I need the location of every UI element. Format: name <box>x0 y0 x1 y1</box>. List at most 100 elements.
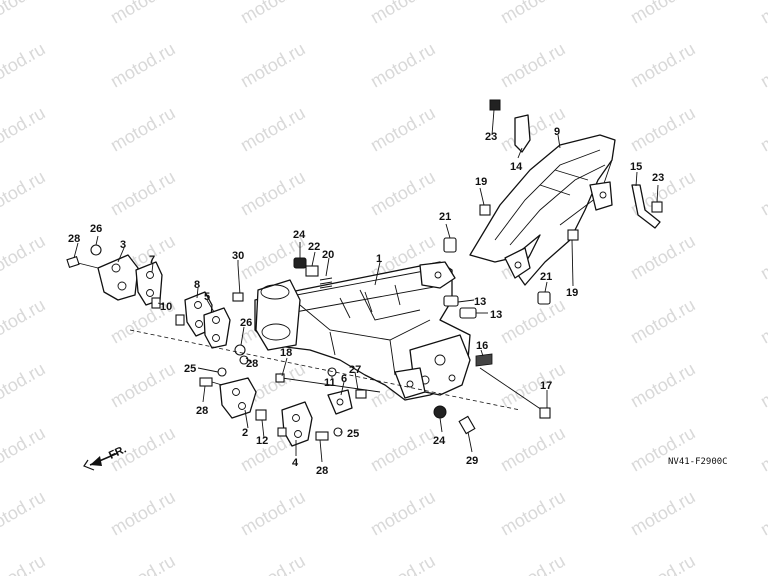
engine-hanger-bracket-5 <box>203 307 231 349</box>
watermark-text: motod.ru <box>757 167 768 220</box>
watermark-text: motod.ru <box>497 39 569 92</box>
engine-hanger-bracket-6 <box>327 389 353 415</box>
watermark-text: motod.ru <box>107 39 179 92</box>
engine-hanger-bracket-2 <box>219 377 257 419</box>
callout-13b: 13 <box>490 309 502 321</box>
watermark-text: motod.ru <box>627 39 699 92</box>
callout-3: 3 <box>120 239 126 251</box>
watermark-text: motod.ru <box>107 0 179 27</box>
watermark-text: motod.ru <box>627 295 699 348</box>
watermark-text: motod.ru <box>497 487 569 540</box>
watermark-text: motod.ru <box>0 359 49 412</box>
watermark-text: motod.ru <box>0 0 49 27</box>
watermark-text: motod.ru <box>237 167 309 220</box>
watermark-text: motod.ru <box>497 423 569 476</box>
watermark-text: motod.ru <box>367 167 439 220</box>
callout-21: 21 <box>439 211 451 223</box>
watermark-text: motod.ru <box>237 0 309 27</box>
watermark-text: motod.ru <box>757 487 768 540</box>
watermark-text: motod.ru <box>237 487 309 540</box>
watermark-text: motod.ru <box>367 423 439 476</box>
callout-28b: 28 <box>246 358 258 370</box>
callout-17: 17 <box>540 380 552 392</box>
watermark-text: motod.ru <box>627 423 699 476</box>
watermark-text: motod.ru <box>107 167 179 220</box>
watermark-text: motod.ru <box>107 359 179 412</box>
watermark-text: motod.ru <box>237 103 309 156</box>
watermark-text: motod.ru <box>0 167 49 220</box>
watermark-text: motod.ru <box>497 295 569 348</box>
watermark-text: motod.ru <box>757 423 768 476</box>
leader-lines <box>73 109 659 463</box>
watermark-text: motod.ru <box>627 231 699 284</box>
callout-24: 24 <box>293 229 306 241</box>
callout-15: 15 <box>630 161 642 173</box>
watermark-text: motod.ru <box>237 551 309 576</box>
callout-19b: 19 <box>566 287 578 299</box>
watermark-text: motod.ru <box>757 295 768 348</box>
watermark-text: motod.ru <box>497 0 569 27</box>
watermark-text: motod.ru <box>107 487 179 540</box>
forward-direction-line <box>83 329 521 471</box>
diagram-code: NV41-F2900C <box>668 457 728 467</box>
watermark-text: motod.ru <box>757 103 768 156</box>
main-frame <box>254 261 471 401</box>
rear-subframe <box>469 134 616 286</box>
callout-2: 2 <box>242 427 248 439</box>
watermark-text: motod.ru <box>107 103 179 156</box>
watermark-text: motod.ru <box>367 551 439 576</box>
callout-28d: 28 <box>316 465 328 477</box>
callout-6: 6 <box>341 373 347 385</box>
callout-labels: 1 2 3 4 5 6 7 8 9 10 11 12 13 13 14 15 1… <box>68 126 664 477</box>
callout-28c: 28 <box>196 405 208 417</box>
watermark-text: motod.ru <box>0 39 49 92</box>
watermark-text: motod.ru <box>367 103 439 156</box>
callout-5: 5 <box>204 291 210 303</box>
watermark-text: motod.ru <box>497 551 569 576</box>
callout-12: 12 <box>256 435 268 447</box>
callout-20: 20 <box>322 249 334 261</box>
callout-30: 30 <box>232 250 244 262</box>
callout-4: 4 <box>292 457 299 469</box>
watermark-text: motod.ru <box>627 551 699 576</box>
callout-7: 7 <box>149 254 155 266</box>
watermark-text: motod.ru <box>757 231 768 284</box>
seat-bracket-15 <box>631 184 661 229</box>
watermark-text: motod.ru <box>367 487 439 540</box>
seat-bracket-14 <box>514 114 531 153</box>
watermark-text: motod.ru <box>0 103 49 156</box>
callout-19: 19 <box>475 176 487 188</box>
callout-23b: 23 <box>652 172 664 184</box>
callout-25: 25 <box>184 363 196 375</box>
watermark-text: motod.ru <box>627 0 699 27</box>
callout-24b: 24 <box>433 435 446 447</box>
watermark-text: motod.ru <box>107 551 179 576</box>
callout-10: 10 <box>160 301 172 313</box>
watermark-text: motod.ru <box>0 551 49 576</box>
callout-8: 8 <box>194 279 200 291</box>
watermark-text: motod.ru <box>757 359 768 412</box>
watermark-text: motod.ru <box>757 39 768 92</box>
callout-22: 22 <box>308 241 320 253</box>
watermark-text: motod.ru <box>0 295 49 348</box>
watermark-text: motod.ru <box>0 487 49 540</box>
callout-29: 29 <box>466 455 478 467</box>
watermark-text: motod.ru <box>627 359 699 412</box>
callout-16: 16 <box>476 340 488 352</box>
callout-14: 14 <box>510 161 523 173</box>
callout-27: 27 <box>349 364 361 376</box>
watermark-text: motod.ru <box>627 103 699 156</box>
watermark-text: motod.ru <box>0 231 49 284</box>
callout-9: 9 <box>554 126 560 138</box>
watermark-text: motod.ru <box>367 0 439 27</box>
callout-18: 18 <box>280 347 292 359</box>
watermark-text: motod.ru <box>757 0 768 27</box>
engine-hanger-bracket-3 <box>97 254 139 301</box>
label-plate-16 <box>475 353 493 367</box>
callout-25b: 25 <box>347 428 359 440</box>
callout-21b: 21 <box>540 271 552 283</box>
callout-28: 28 <box>68 233 80 245</box>
callout-23: 23 <box>485 131 497 143</box>
